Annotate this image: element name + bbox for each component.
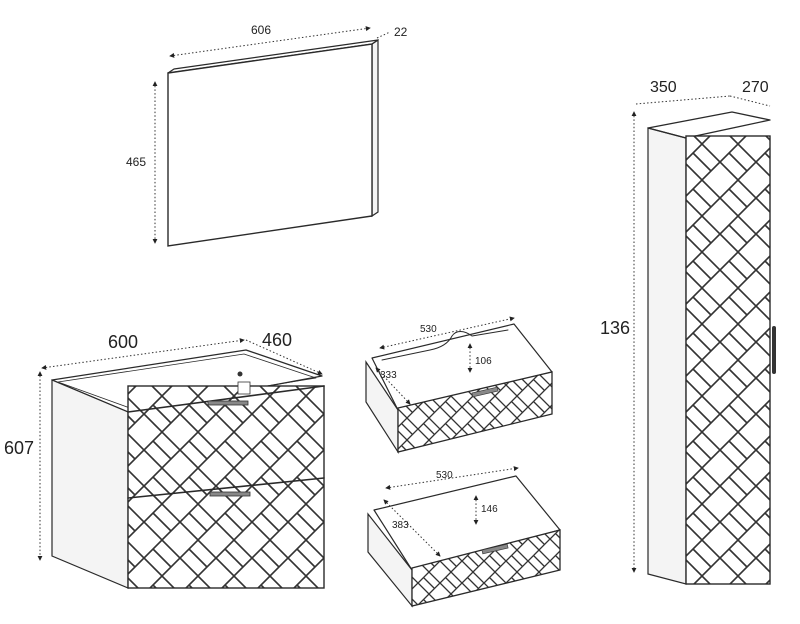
top-drawer-front	[397, 371, 553, 453]
vanity-cabinet: 600 460 607	[4, 330, 325, 589]
top-drawer: 530 333 106	[365, 316, 553, 455]
tall-width-dimension-line	[635, 95, 731, 105]
mirror-depth-dimension-line	[376, 31, 391, 39]
tall-width-label: 350	[650, 79, 677, 96]
top-drawer-width-label: 530	[420, 324, 437, 335]
tall-cabinet-side	[647, 127, 687, 585]
vanity-front	[127, 385, 325, 589]
vanity-height-label: 607	[4, 438, 34, 458]
bottom-drawer-width-label: 530	[436, 470, 453, 481]
mirror-width-dimension-line	[169, 26, 371, 58]
top-drawer-depth-dimension-line	[375, 367, 411, 405]
bottom-drawer-height-label: 146	[481, 504, 498, 515]
vanity-lower-handle	[209, 491, 251, 497]
tall-cabinet: 350 270 136	[600, 79, 776, 585]
mirror-face	[167, 43, 373, 247]
tall-depth-dimension-line	[729, 95, 771, 107]
tall-cabinet-handle	[772, 326, 776, 374]
tall-cabinet-door	[685, 135, 771, 585]
top-drawer-handle	[471, 386, 499, 398]
top-drawer-height-label: 106	[475, 356, 492, 367]
bottom-drawer: 530 383 146	[367, 466, 561, 608]
top-drawer-depth-label: 333	[380, 370, 397, 381]
bottom-drawer-depth-label: 383	[392, 520, 409, 531]
bottom-drawer-front	[411, 529, 561, 607]
bottom-drawer-handle	[481, 543, 509, 555]
vanity-upper-handle	[207, 400, 249, 406]
mirror-depth-label: 22	[394, 25, 408, 39]
bottom-drawer-width-dimension-line	[385, 466, 519, 490]
vanity-depth-label: 460	[262, 330, 292, 350]
vanity-side	[51, 379, 129, 589]
mirror-edge	[371, 38, 379, 218]
tall-height-label: 136	[600, 318, 630, 338]
vanity-width-dimension-line	[41, 338, 245, 370]
mirror: 606 22 465	[126, 23, 408, 247]
top-drawer-width-dimension-line	[379, 316, 515, 350]
vanity-depth-dimension-line	[245, 339, 323, 375]
mirror-height-label: 465	[126, 155, 146, 169]
tall-depth-label: 270	[742, 79, 769, 96]
vanity-width-label: 600	[108, 332, 138, 352]
mirror-width-label: 606	[251, 23, 271, 37]
